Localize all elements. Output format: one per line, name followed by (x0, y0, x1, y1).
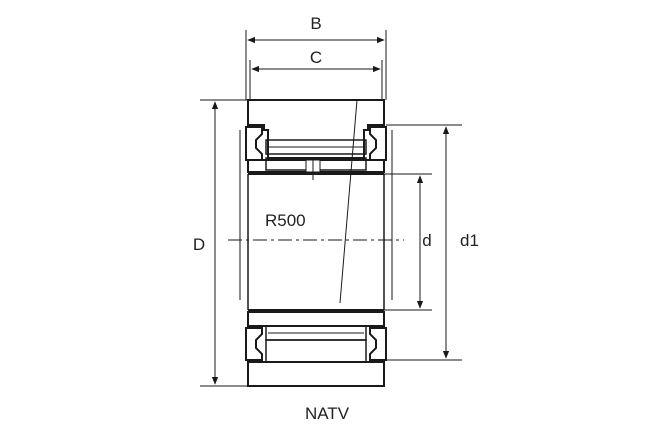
label-d-outer: D (193, 235, 205, 254)
dimension-c (249, 60, 383, 100)
caption: NATV (305, 404, 350, 423)
label-d1: d1 (460, 231, 479, 250)
label-d-bore: d (422, 231, 431, 250)
dimension-d-outer (200, 99, 248, 387)
outer-ring-bottom (245, 327, 387, 387)
bore (239, 130, 393, 311)
dimension-d-bore (384, 173, 432, 311)
label-radius: R500 (265, 211, 306, 230)
dimension-d1 (386, 124, 462, 361)
label-b: B (310, 14, 321, 33)
bottom-rollers (265, 325, 367, 363)
radius-line (339, 99, 358, 304)
dimension-b (245, 30, 387, 100)
outer-ring-top (245, 99, 387, 161)
label-c: C (310, 48, 322, 67)
inner-ring-top (247, 159, 385, 180)
inner-ring-bottom (247, 311, 385, 327)
